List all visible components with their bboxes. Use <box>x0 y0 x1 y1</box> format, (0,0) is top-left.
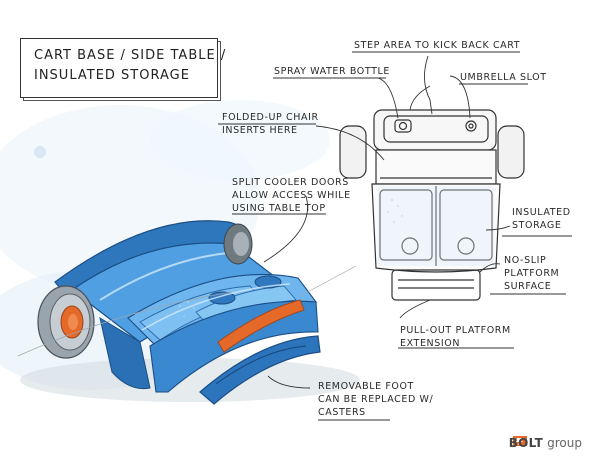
label-spray-bottle: SPRAY WATER BOTTLE <box>274 66 390 77</box>
title-line-2: INSULATED STORAGE <box>34 68 190 83</box>
label-cooler-doors-line-1: SPLIT COOLER DOORS <box>232 177 349 188</box>
label-foot-line-3: CASTERS <box>318 407 366 418</box>
label-cooler-doors-line-3: USING TABLE TOP <box>232 203 326 214</box>
logo-bolt-text: BOLT <box>508 436 544 450</box>
label-pullout-platform: PULL-OUT PLATFORM EXTENSION <box>400 324 511 350</box>
page-title: CART BASE / SIDE TABLE / INSULATED STORA… <box>34 46 226 86</box>
cart-perspective-render <box>17 220 360 405</box>
bolt-logo-icon <box>491 438 505 448</box>
label-insulated-line-1: INSULATED <box>512 207 571 218</box>
label-foot-line-2: CAN BE REPLACED W/ <box>318 394 434 405</box>
logo-group-text: group <box>547 436 582 450</box>
label-removable-foot: REMOVABLE FOOT CAN BE REPLACED W/ CASTER… <box>318 380 433 419</box>
label-pullout-line-2: EXTENSION <box>400 338 461 349</box>
label-insulated-line-2: STORAGE <box>512 220 562 231</box>
label-no-slip: NO-SLIP PLATFORM SURFACE <box>504 254 559 293</box>
label-foot-line-1: REMOVABLE FOOT <box>318 381 414 392</box>
label-no-slip-line-3: SURFACE <box>504 281 552 292</box>
label-no-slip-line-2: PLATFORM <box>504 268 560 279</box>
label-chair-inserts: FOLDED-UP CHAIR INSERTS HERE <box>222 111 319 137</box>
cart-top-view <box>339 109 525 301</box>
label-chair-inserts-line-2: INSERTS HERE <box>222 125 298 136</box>
boltgroup-logo-mark <box>513 436 527 446</box>
label-no-slip-line-1: NO-SLIP <box>504 255 547 266</box>
cart-wheel-left <box>37 285 95 359</box>
label-step-area: STEP AREA TO KICK BACK CART <box>354 40 521 51</box>
label-pullout-line-1: PULL-OUT PLATFORM <box>400 325 511 336</box>
label-cooler-doors-line-2: ALLOW ACCESS WHILE <box>232 190 351 201</box>
label-insulated-storage: INSULATED STORAGE <box>512 206 571 232</box>
cart-wheel-right <box>223 223 253 265</box>
label-chair-inserts-line-1: FOLDED-UP CHAIR <box>222 112 319 123</box>
label-umbrella-slot: UMBRELLA SLOT <box>460 72 547 83</box>
label-cooler-doors: SPLIT COOLER DOORS ALLOW ACCESS WHILE US… <box>232 176 351 215</box>
leader-lines <box>218 51 572 421</box>
title-line-1: CART BASE / SIDE TABLE / <box>34 48 227 63</box>
title-box <box>20 38 218 98</box>
